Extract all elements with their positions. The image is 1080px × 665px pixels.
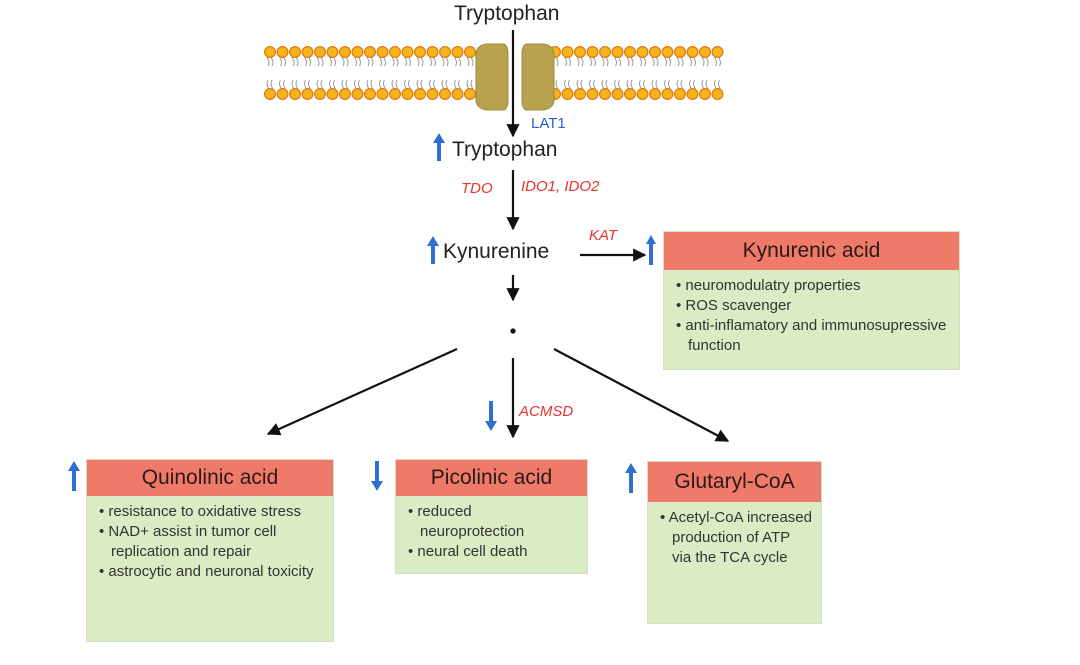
acmsd-enzyme-label: ACMSD [519, 403, 574, 420]
quinolinic-acid-increase-arrow-icon [68, 461, 80, 491]
glutaryl-coa-increase-arrow-icon [625, 463, 637, 493]
list-item: anti-inflamatory and immunosupressive fu… [676, 316, 951, 356]
list-item: neuromodulatry properties [676, 276, 951, 296]
kynurenic-acid-increase-arrow-icon [646, 235, 656, 265]
kynurenic-acid-effects-list: neuromodulatry properties ROS scavenger … [664, 270, 959, 362]
glutaryl-coa-title: Glutaryl-CoA [648, 462, 821, 502]
list-item: NAD+ assist in tumor cell replication an… [99, 522, 325, 562]
kynurenine-increase-arrow-icon [427, 236, 439, 264]
tryptophan-increase-arrow-icon [433, 133, 445, 161]
list-item: astrocytic and neuronal toxicity [99, 562, 325, 582]
intracellular-tryptophan-label: Tryptophan [452, 138, 558, 161]
arrow-to-quinolinic-acid [266, 347, 458, 436]
tdo-enzyme-label: TDO [461, 180, 493, 197]
membrane-transporter-channel [475, 43, 555, 111]
acmsd-decrease-arrow-icon [485, 401, 497, 431]
picolinic-acid-effects-list: reduced neuroprotection neural cell deat… [396, 496, 587, 568]
list-item: resistance to oxidative stress [99, 502, 325, 522]
list-item: neural cell death [408, 542, 579, 562]
list-item: reduced neuroprotection [408, 502, 579, 542]
lat1-transporter-label: LAT1 [531, 115, 566, 132]
arrow-to-glutaryl-coa [553, 348, 730, 442]
picolinic-acid-card: Picolinic acid reduced neuroprotection n… [395, 459, 588, 574]
picolinic-acid-title: Picolinic acid [396, 460, 587, 496]
pathway-continuation-dot [510, 328, 516, 334]
quinolinic-acid-title: Quinolinic acid [87, 460, 333, 496]
quinolinic-acid-card: Quinolinic acid resistance to oxidative … [86, 459, 334, 642]
glutaryl-coa-effects-list: Acetyl-CoA increased production of ATP v… [648, 502, 821, 574]
kat-enzyme-label: KAT [589, 227, 618, 244]
kynurenine-label: Kynurenine [443, 240, 550, 263]
picolinic-acid-decrease-arrow-icon [371, 461, 383, 491]
ido-enzyme-label: IDO1, IDO2 [521, 178, 600, 195]
list-item: ROS scavenger [676, 296, 951, 316]
glutaryl-coa-card: Glutaryl-CoA Acetyl-CoA increased produc… [647, 461, 822, 624]
quinolinic-acid-effects-list: resistance to oxidative stress NAD+ assi… [87, 496, 333, 588]
kynurenic-acid-card: Kynurenic acid neuromodulatry properties… [663, 231, 960, 370]
kynurenic-acid-title: Kynurenic acid [664, 232, 959, 270]
extracellular-tryptophan-label: Tryptophan [454, 2, 560, 25]
list-item: Acetyl-CoA increased production of ATP v… [660, 508, 813, 568]
